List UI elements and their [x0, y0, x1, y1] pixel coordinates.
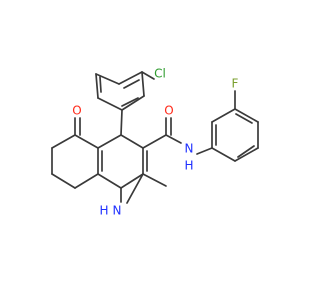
- bond: [126, 173, 144, 204]
- bond: [97, 173, 122, 189]
- bond: [235, 113, 253, 124]
- bond: [97, 97, 123, 111]
- bond: [95, 73, 120, 85]
- chemical-structure: Cl F O O N H N H: [51, 67, 259, 218]
- ring-nitrogen-bonds: [120, 173, 144, 204]
- bond: [74, 134, 99, 149]
- fluorine-label: F: [232, 77, 239, 91]
- bond: [120, 173, 144, 189]
- bond: [142, 173, 167, 187]
- bond: [165, 134, 182, 144]
- bond: [141, 71, 155, 80]
- atom-labels: Cl F O O N H N H: [72, 67, 238, 218]
- ketone-oxygen-label: O: [72, 104, 81, 118]
- ring-hydrogen-label: H: [99, 204, 108, 218]
- chlorine-label: Cl: [154, 67, 166, 81]
- structure-canvas: Cl F O O N H N H: [51, 66, 259, 218]
- bond: [95, 73, 99, 99]
- bond: [123, 79, 140, 89]
- bond: [234, 108, 259, 123]
- bond: [121, 97, 139, 107]
- amide-oxygen-label: O: [164, 104, 173, 118]
- bond: [120, 134, 144, 149]
- bond: [237, 145, 255, 158]
- amide-hydrogen-label: H: [184, 159, 193, 173]
- bond: [51, 134, 76, 149]
- bond: [74, 173, 99, 189]
- bond: [51, 173, 76, 189]
- bond: [121, 95, 145, 111]
- bond: [120, 109, 123, 136]
- bond: [196, 147, 213, 155]
- bond: [141, 71, 145, 97]
- bond: [142, 134, 167, 149]
- amide-nitrogen-label: N: [185, 142, 194, 156]
- bonds: [51, 71, 259, 189]
- bond: [97, 134, 122, 149]
- bond: [211, 147, 236, 162]
- bond: [234, 147, 259, 162]
- bond: [118, 71, 143, 85]
- bond: [99, 76, 102, 93]
- ring-nitrogen-label: N: [113, 204, 122, 218]
- bond: [211, 108, 236, 123]
